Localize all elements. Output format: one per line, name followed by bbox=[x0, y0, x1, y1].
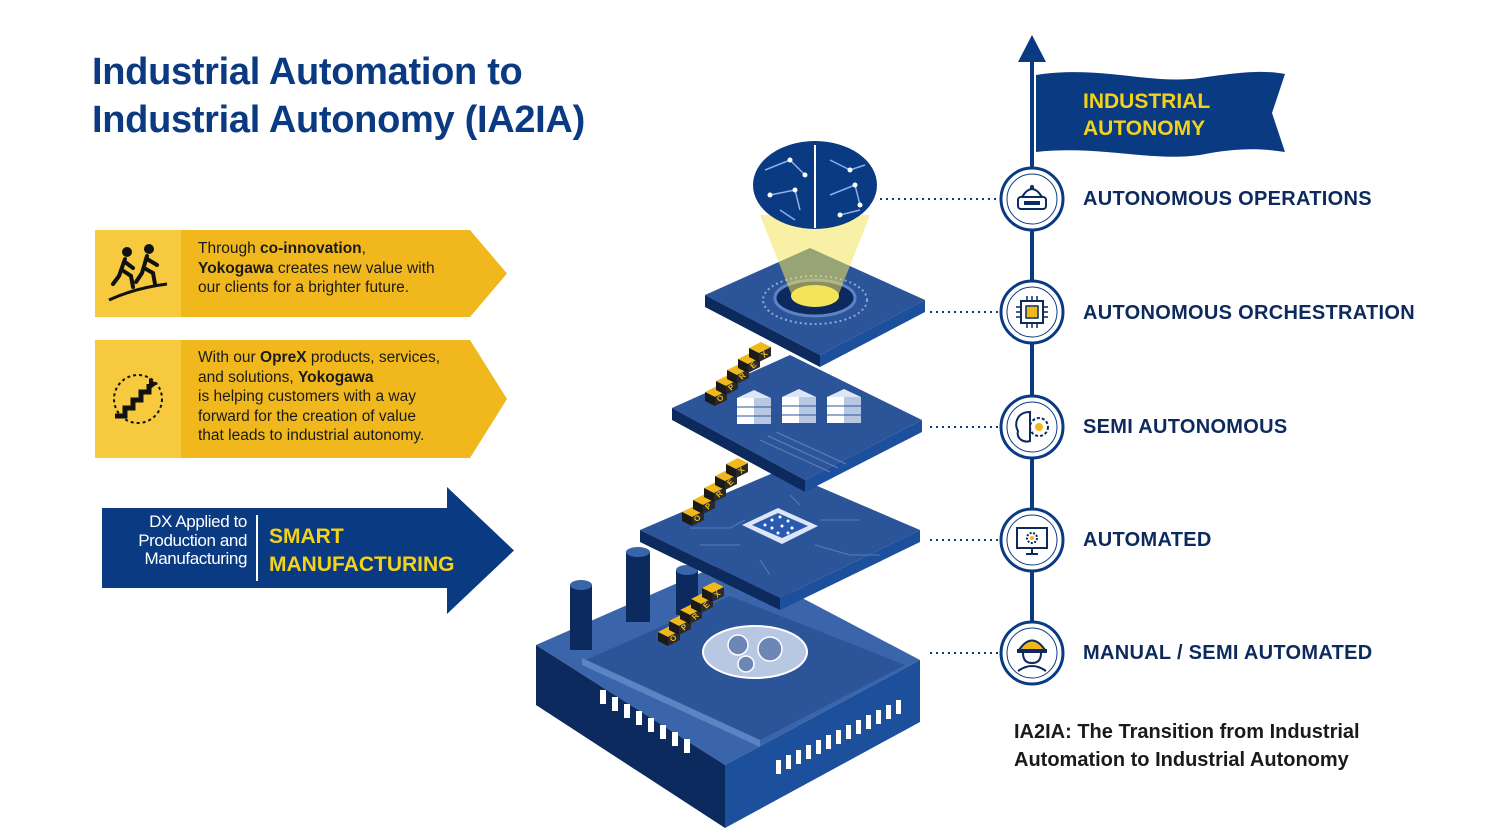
card-text-part: our clients for a brighter future. bbox=[198, 279, 410, 296]
caption-line-2: Automation to Industrial Autonomy bbox=[1014, 749, 1349, 771]
page-title: Industrial Automation to Industrial Auto… bbox=[92, 48, 585, 144]
timeline-arrowhead bbox=[1018, 35, 1046, 62]
industrial-autonomy-label: INDUSTRIAL AUTONOMY bbox=[1083, 88, 1210, 142]
title-line-1: Industrial Automation to bbox=[92, 51, 523, 93]
stage-label-autonomous-orchestration: AUTONOMOUS ORCHESTRATION bbox=[1083, 302, 1416, 324]
stage-label-manual-semi-automated: MANUAL / SEMI AUTOMATED bbox=[1083, 642, 1373, 664]
ai-projector-platform bbox=[705, 215, 925, 367]
factory-icon bbox=[536, 547, 920, 828]
card-text-part: Yokogawa bbox=[198, 259, 274, 277]
card-text-part: that leads to industrial autonomy. bbox=[198, 427, 425, 444]
server-stack-2 bbox=[782, 389, 816, 423]
ia2ia-caption: IA2IA: The Transition from Industrial Au… bbox=[1014, 718, 1360, 774]
dx-applied-text: DX Applied to Production and Manufacturi… bbox=[102, 512, 247, 569]
oprex-step-block: X bbox=[702, 582, 724, 602]
card-text-part: forward for the creation of value bbox=[198, 407, 416, 425]
oprex-letter: X bbox=[759, 349, 770, 360]
oprex-letter: O bbox=[715, 393, 726, 404]
card-text-part: Through bbox=[198, 240, 261, 257]
worker-helmet-icon bbox=[999, 620, 1065, 686]
people-climbing-icon bbox=[108, 244, 168, 302]
stage-circles bbox=[999, 166, 1065, 686]
caption-line-1: IA2IA: The Transition from Industrial bbox=[1014, 721, 1360, 743]
oprex-card: With our OpreX products, services, and so… bbox=[95, 340, 507, 458]
oprex-step-block: X bbox=[749, 342, 771, 362]
server-stack-3 bbox=[827, 389, 861, 423]
flag-line-2: AUTONOMY bbox=[1083, 117, 1206, 140]
staircase-icon bbox=[113, 374, 163, 424]
card-text-part: co-innovation bbox=[260, 240, 362, 257]
card-text-part: With our bbox=[198, 349, 261, 366]
oprex-letter: O bbox=[668, 633, 679, 644]
stage-label-autonomous-operations: AUTONOMOUS OPERATIONS bbox=[1083, 188, 1372, 210]
oprex-letter: R bbox=[714, 489, 725, 500]
oprex-letter: E bbox=[701, 600, 712, 611]
oprex-letter: X bbox=[712, 589, 723, 600]
brain-gear-icon bbox=[999, 394, 1065, 460]
flag-line-1: INDUSTRIAL bbox=[1083, 90, 1211, 113]
robot-icon bbox=[999, 166, 1065, 232]
card-text-part: creates new value with bbox=[273, 259, 435, 277]
co-innovation-card: Through co-innovation, Yokogawa creates n… bbox=[95, 230, 507, 317]
monitor-gear-icon bbox=[999, 507, 1065, 573]
card-text-part: , bbox=[361, 240, 366, 257]
dx-line-1: DX Applied to bbox=[149, 512, 247, 531]
card-text-part: products, services, bbox=[306, 349, 441, 366]
dx-smart-manufacturing-arrow: DX Applied to Production and Manufacturi… bbox=[102, 487, 514, 614]
server-stack-1 bbox=[737, 390, 771, 424]
dx-line-2: Production and bbox=[138, 530, 247, 550]
oprex-letter: P bbox=[703, 501, 714, 512]
stage-label-automated: AUTOMATED bbox=[1083, 529, 1212, 551]
oprex-letter: E bbox=[748, 360, 759, 371]
manufacturing-line: MANUFACTURING bbox=[269, 553, 455, 576]
title-line-2: Industrial Autonomy (IA2IA) bbox=[92, 99, 585, 141]
oprex-text: With our OpreX products, services, and so… bbox=[198, 348, 440, 446]
oprex-letter: E bbox=[725, 477, 736, 488]
servers-platform bbox=[672, 355, 922, 492]
oprex-letter: R bbox=[690, 611, 701, 622]
oprex-letter: R bbox=[737, 371, 748, 382]
oprex-letter: P bbox=[726, 382, 737, 393]
dx-arrow-shape bbox=[102, 487, 514, 614]
card-text-part: is helping customers with a way bbox=[198, 388, 416, 405]
dx-line-3: Manufacturing bbox=[144, 549, 247, 568]
brain-icon bbox=[753, 141, 877, 229]
card-text-part: Yokogawa bbox=[297, 368, 374, 386]
smart-manufacturing-text: SMART MANUFACTURING bbox=[269, 523, 454, 579]
oprex-letter: P bbox=[679, 622, 690, 633]
dotted-connectors bbox=[880, 198, 1000, 654]
co-innovation-text: Through co-innovation, Yokogawa creates n… bbox=[198, 239, 435, 298]
card-text-part: and solutions, bbox=[198, 368, 298, 386]
card-text-part: OpreX bbox=[260, 349, 307, 366]
stage-label-semi-autonomous: SEMI AUTONOMOUS bbox=[1083, 416, 1288, 438]
smart-line: SMART bbox=[269, 525, 344, 548]
industrial-autonomy-flag bbox=[1036, 71, 1285, 157]
oprex-letter: O bbox=[692, 513, 703, 524]
oprex-step-block: X bbox=[726, 458, 748, 478]
cpu-chip-icon bbox=[999, 279, 1065, 345]
oprex-letter: X bbox=[736, 465, 747, 476]
